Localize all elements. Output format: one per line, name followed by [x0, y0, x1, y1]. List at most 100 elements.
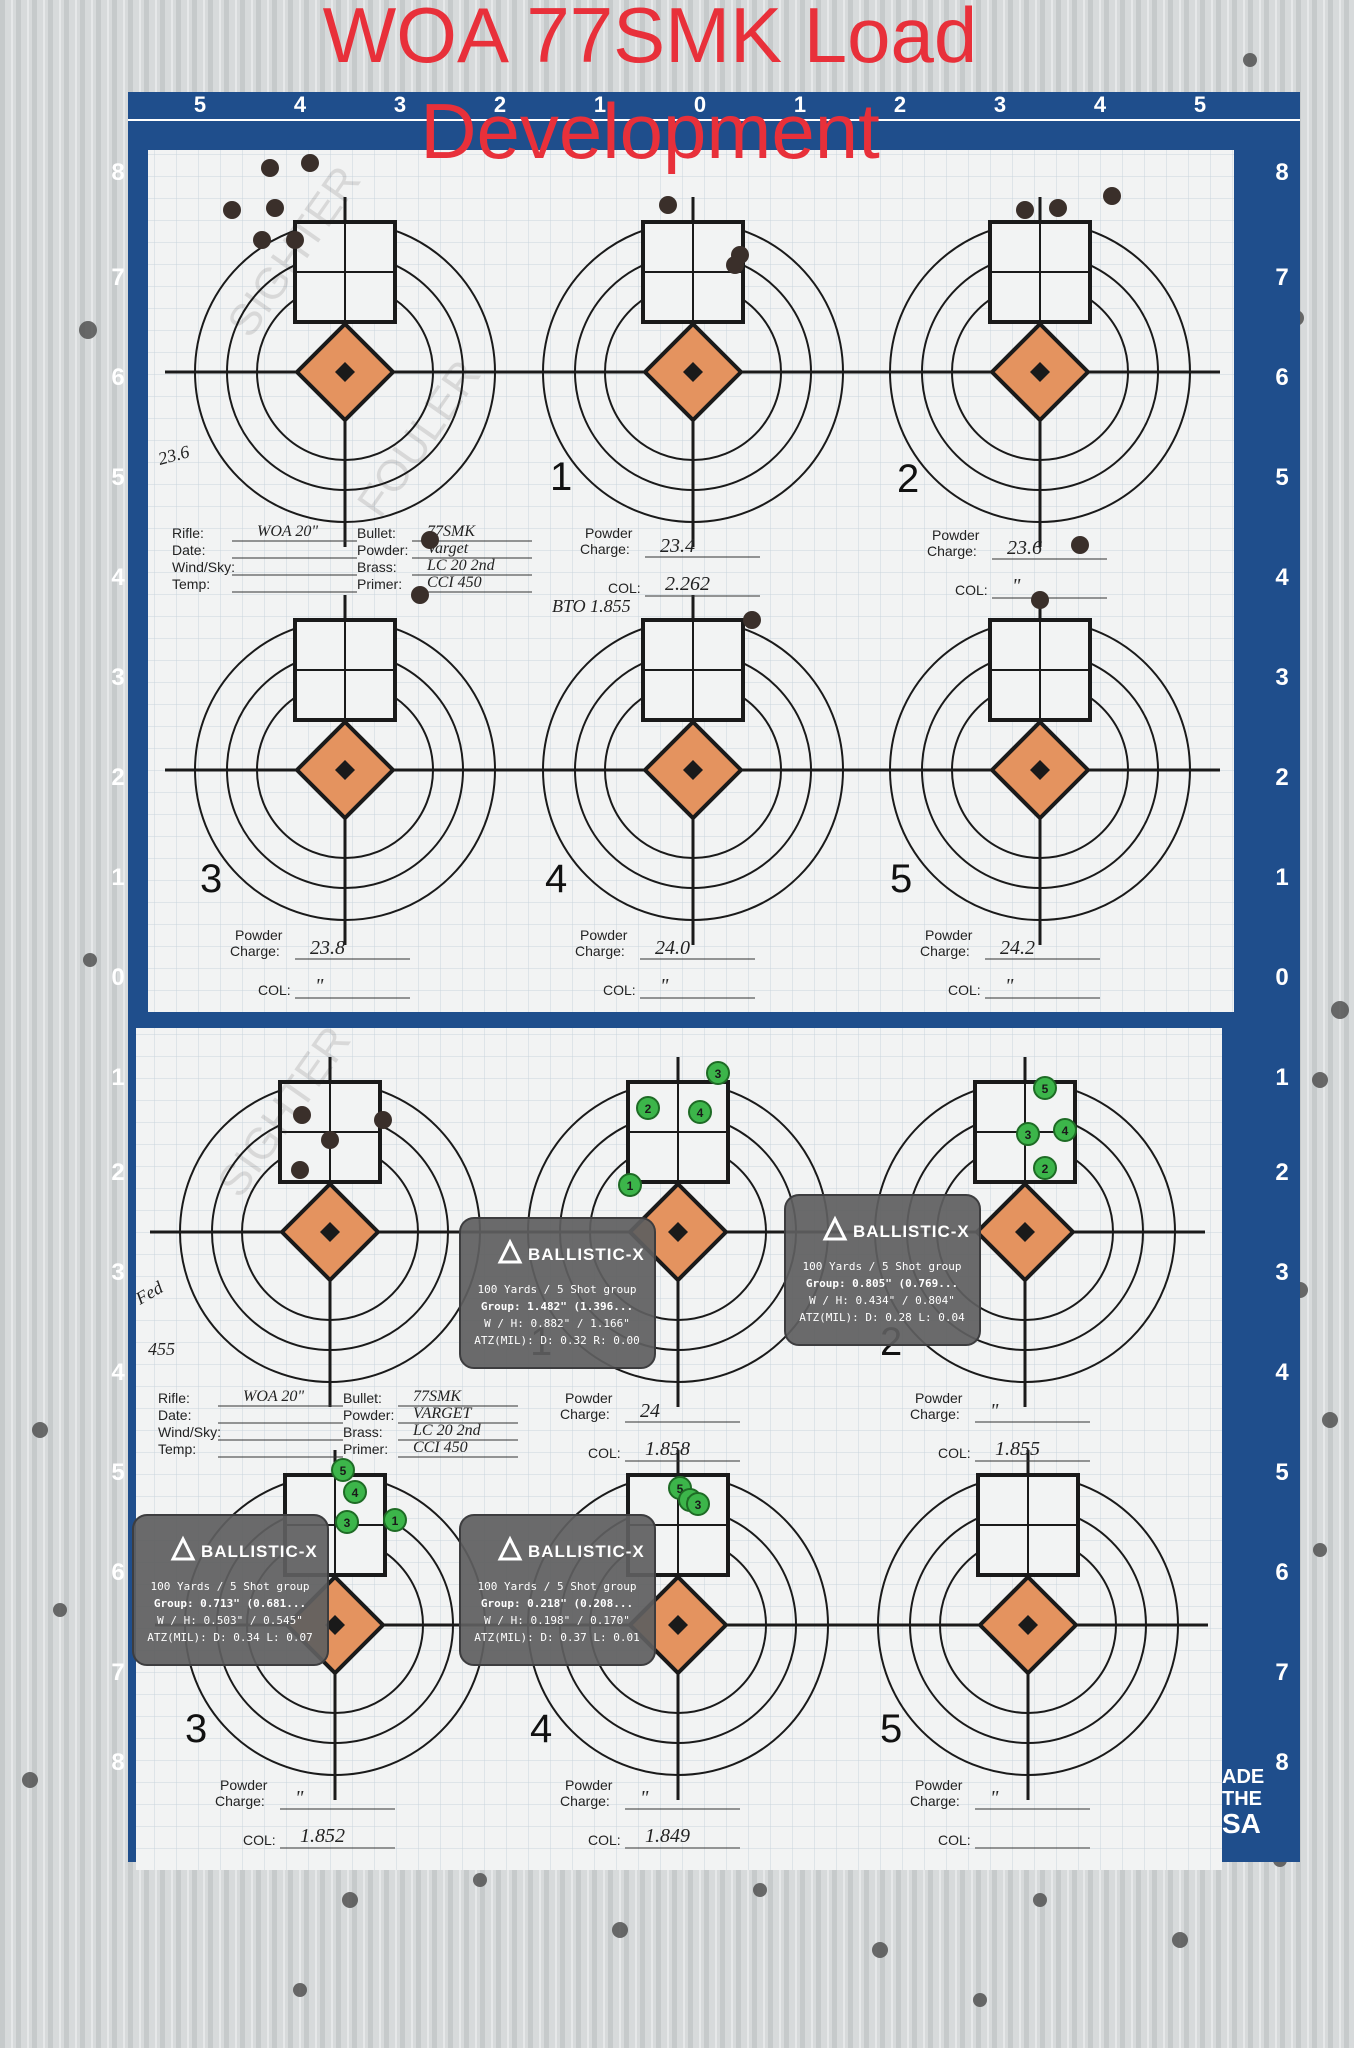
ruler-right-label: 3 — [1275, 1259, 1288, 1286]
shot-marker-number: 1 — [627, 1179, 634, 1193]
sheet2-label: Bullet: — [343, 1390, 382, 1406]
ballistic-line-group: Group: 0.713" (0.681... — [154, 1597, 306, 1610]
bullet-hole — [743, 611, 761, 629]
target — [165, 595, 525, 945]
sheet2-label: Powder: — [343, 1407, 394, 1423]
sheet1-charge-label: Charge: — [920, 943, 970, 959]
sheet2-label: Wind/Sky: — [158, 1424, 221, 1440]
sheet1-col-value: " — [1012, 575, 1021, 597]
sheet1-label: Wind/Sky: — [172, 559, 235, 575]
sheet1-label: Brass: — [357, 559, 397, 575]
sheet2-col-label: COL: — [938, 1832, 971, 1848]
sheet1-charge-label: Powder — [580, 927, 628, 943]
title-line-2: Development — [420, 87, 880, 175]
sheet2-charge-label: Charge: — [910, 1793, 960, 1809]
shot-marker-number: 5 — [340, 1464, 347, 1478]
sheet2-label: Rifle: — [158, 1390, 190, 1406]
ballistic-logo-icon — [497, 1535, 523, 1561]
ruler-left-label: 1 — [111, 1064, 124, 1091]
bullet-hole — [726, 256, 744, 274]
sheet2-value: 77SMK — [413, 1388, 462, 1405]
shot-marker — [618, 1173, 642, 1197]
ballistic-line-wh: W / H: 0.882" / 1.166" — [484, 1317, 630, 1330]
target — [845, 1057, 1205, 1407]
ruler-right-label: 8 — [1275, 159, 1288, 186]
ballistic-line-distance: 100 Yards / 5 Shot group — [478, 1580, 637, 1593]
ruler-left-label: 5 — [111, 1459, 124, 1486]
sheet1-charge-label: Powder — [932, 527, 980, 543]
sheet2-target-number: 3 — [185, 1707, 207, 1751]
ruler-right-label: 6 — [1275, 1559, 1288, 1586]
ruler-right-label: 2 — [1275, 1159, 1288, 1186]
ruler-top-label: 3 — [394, 92, 406, 117]
shot-marker — [343, 1480, 367, 1504]
ruler-left-label: 2 — [111, 1159, 124, 1186]
target-center-dot — [335, 760, 355, 780]
ruler-left-label: 5 — [111, 464, 124, 491]
ruler-top-label: 1 — [594, 92, 606, 117]
sheet1-value: WOA 20" — [257, 523, 318, 540]
sheet2-col-label: COL: — [938, 1445, 971, 1461]
shot-marker — [1033, 1076, 1057, 1100]
shot-marker-number: 4 — [1062, 1124, 1069, 1138]
target-center-dot — [1015, 1222, 1035, 1242]
target-center-dot — [320, 1222, 340, 1242]
shot-marker-number: 5 — [677, 1482, 684, 1496]
ruler-right-label: 2 — [1275, 764, 1288, 791]
ballistic-brand: BALLISTIC-X — [528, 1245, 645, 1264]
bullet-hole — [266, 199, 284, 217]
sheet1-charge-value: 23.4 — [660, 535, 695, 557]
bullet-hole — [321, 1131, 339, 1149]
target-center-dot — [335, 362, 355, 382]
sheet1-charge-label: Powder — [235, 927, 283, 943]
sheet2-col-label: COL: — [243, 1832, 276, 1848]
ballistic-line-atz: ATZ(MIL): D: 0.28 L: 0.04 — [799, 1311, 965, 1324]
sheet2-value: VARGET — [413, 1405, 472, 1422]
sheet2-col-value: 1.858 — [645, 1438, 690, 1460]
bullet-hole — [293, 1106, 311, 1124]
shot-marker-number: 3 — [695, 1498, 702, 1512]
sheet2-target-number: 4 — [530, 1707, 552, 1751]
made-in-usa-tag: ADE THE SA — [1222, 1766, 1264, 1839]
ballistic-box-bg — [459, 1217, 656, 1369]
ballistic-line-group: Group: 1.482" (1.396... — [481, 1300, 633, 1313]
sheet2-label: Brass: — [343, 1424, 383, 1440]
bullet-hole — [659, 196, 677, 214]
targets-layer — [150, 197, 1220, 1800]
sheet2-charge-value: 24 — [640, 1400, 660, 1422]
sheet2-charge-label: Powder — [565, 1390, 613, 1406]
sheet1-col-label: COL: — [603, 982, 636, 998]
ruler-left-label: 6 — [111, 1559, 124, 1586]
sheet1-value: LC 20 2nd — [426, 557, 496, 574]
shot-marker — [706, 1061, 730, 1085]
target-center-dot — [325, 1615, 345, 1635]
ruler-left-label: 0 — [111, 964, 124, 991]
sheet1-col-value: 2.262 — [665, 573, 710, 595]
sheet2-charge-label: Charge: — [560, 1406, 610, 1422]
ruler-right-label: 6 — [1275, 364, 1288, 391]
bullet-hole — [1031, 591, 1049, 609]
shot-marker — [1033, 1156, 1057, 1180]
shot-marker-number: 3 — [715, 1067, 722, 1081]
bullet-hole — [374, 1111, 392, 1129]
ruler-top-label: 2 — [494, 92, 506, 117]
sheet2-target-number: 5 — [880, 1707, 902, 1751]
sheet2-charge-label: Powder — [915, 1777, 963, 1793]
shot-marker-number: 4 — [697, 1106, 704, 1120]
sheet1-col-value: " — [315, 975, 324, 997]
ruler-left-label: 4 — [111, 1359, 125, 1386]
sheet2-charge-label: Charge: — [560, 1793, 610, 1809]
made-line-2: THE — [1222, 1788, 1262, 1810]
target-center-dot — [668, 1615, 688, 1635]
ruler-left-label: 3 — [111, 1259, 124, 1286]
sheet2-col-label: COL: — [588, 1445, 621, 1461]
sheet2-col-value: 1.852 — [300, 1825, 345, 1847]
sheet1-charge-value: 23.6 — [1007, 537, 1042, 559]
sheet2-label: Temp: — [158, 1441, 196, 1457]
ruler-right-label: 1 — [1275, 1064, 1288, 1091]
